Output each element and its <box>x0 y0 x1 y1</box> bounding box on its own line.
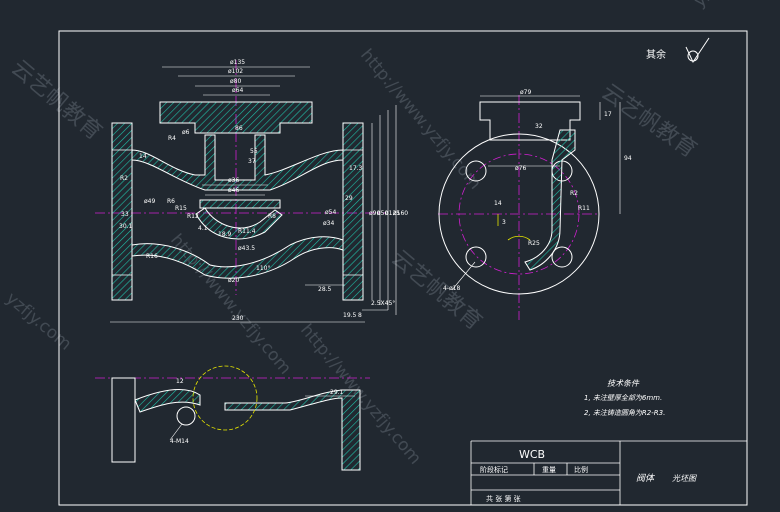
dimension-label: 32 <box>535 123 543 130</box>
dimension-label: ø49 <box>144 198 155 205</box>
watermark-cn: 云艺帆教育 <box>597 79 701 163</box>
dimension-label: R25 <box>528 240 540 247</box>
dimension-label: 110° <box>256 265 270 272</box>
dimension-label: ø43.5 <box>238 245 255 252</box>
front-view: ø135 ø102 ø80 ø64 ø6 86 55 37 ø36 ø46 ø5… <box>95 59 408 323</box>
dimension-label: 17.3 <box>349 165 363 172</box>
dimension-label: 29.1 <box>330 389 344 396</box>
dimension-label: 18.9 <box>218 231 232 238</box>
dimension-label: ø46 <box>228 187 239 194</box>
dimension-label: R16 <box>146 253 158 260</box>
dimension-label: ø36 <box>228 177 239 184</box>
label-sheets: 共 张 第 张 <box>486 494 521 503</box>
watermark-cn: 云艺帆教育 <box>6 55 106 145</box>
dimension-label: ø20 <box>228 277 239 284</box>
svg-text:2, 未注铸造圆角为R2-R3.: 2, 未注铸造圆角为R2-R3. <box>584 409 665 417</box>
dimension-label: 30.1 <box>119 223 133 230</box>
dimension-label: 230 <box>232 315 244 322</box>
dimension-label: ø76 <box>515 165 526 172</box>
side-view: ø79 17 32 94 ø76 14 3 R11 R2 R25 4-ø18 <box>438 89 632 320</box>
dimension-label: 2.5X45° <box>371 300 395 307</box>
dimension-label: R6 <box>167 198 175 205</box>
label-weight: 重量 <box>542 466 556 474</box>
dimension-label: 8 <box>358 312 362 319</box>
dimension-label: ø90 <box>369 210 380 217</box>
tech-requirements: 技术条件 1, 未注壁厚全部为6mm. 2, 未注铸造圆角为R2-R3. <box>584 379 665 417</box>
watermark-domain: yzfjy.com <box>2 289 75 355</box>
svg-text:技术条件: 技术条件 <box>607 379 640 388</box>
dimension-label: R11 <box>578 205 590 212</box>
sheet-border <box>58 30 748 506</box>
surface-finish-mark: 其余 <box>646 37 710 64</box>
dimension-label: R4 <box>168 135 176 142</box>
dimension-label: R8 <box>268 213 276 220</box>
dimension-label: 4-M14 <box>170 438 189 445</box>
dimension-label: ø125 <box>385 210 400 217</box>
dimension-label: 19.5 <box>343 312 357 319</box>
watermark-cn: 云艺帆教育 <box>386 245 486 335</box>
part-title: 阀体 <box>636 473 656 484</box>
dimension-label: 4-ø18 <box>443 285 460 292</box>
dimension-label: 14 <box>139 153 147 160</box>
material-label: WCB <box>519 448 545 461</box>
dimension-label: ø79 <box>520 89 531 96</box>
section-view: 12 29.1 4-M14 <box>95 365 370 471</box>
dimension-label: ø102 <box>228 68 243 75</box>
dimension-label: ø160 <box>393 210 408 217</box>
dimension-label: 28.5 <box>318 286 332 293</box>
dimension-label: 4.1 <box>198 225 208 232</box>
dimension-label: ø135 <box>230 59 245 66</box>
label-scale: 比例 <box>574 465 588 474</box>
dimension-label: ø6 <box>182 129 190 136</box>
dimension-label: R12 <box>187 213 199 220</box>
svg-text:其余: 其余 <box>646 48 666 61</box>
dimension-label: 3 <box>502 219 506 226</box>
dimension-label: R11.4 <box>238 228 256 235</box>
dimension-label: R15 <box>175 205 187 212</box>
dimension-label: ø50 <box>377 210 388 217</box>
dimension-label: 94 <box>624 155 632 162</box>
dimension-label: R2 <box>120 175 128 182</box>
part-subtitle: 光坯图 <box>672 474 697 483</box>
title-block <box>470 440 747 505</box>
label-stage: 阶段标记 <box>480 465 508 474</box>
dimension-label: ø54 <box>325 209 336 216</box>
watermark-url: http://www.yzfjy.com <box>296 320 425 468</box>
watermark-domain: yzfjy.com <box>690 0 763 12</box>
dimension-label: R2 <box>570 190 578 197</box>
dimension-label: 12 <box>176 378 184 385</box>
dimension-label: 29 <box>345 195 353 202</box>
dimension-label: 17 <box>604 111 612 118</box>
dimension-label: 86 <box>235 125 243 132</box>
svg-text:1, 未注壁厚全部为6mm.: 1, 未注壁厚全部为6mm. <box>584 394 662 402</box>
dimension-label: ø80 <box>230 78 241 85</box>
dimension-label: ø64 <box>232 87 243 94</box>
dimension-label: 37 <box>248 158 256 165</box>
dimension-label: ø34 <box>323 220 334 227</box>
dimension-label: 33 <box>121 211 129 218</box>
dimension-label: 55 <box>250 148 258 155</box>
dimension-label: 14 <box>494 200 502 207</box>
